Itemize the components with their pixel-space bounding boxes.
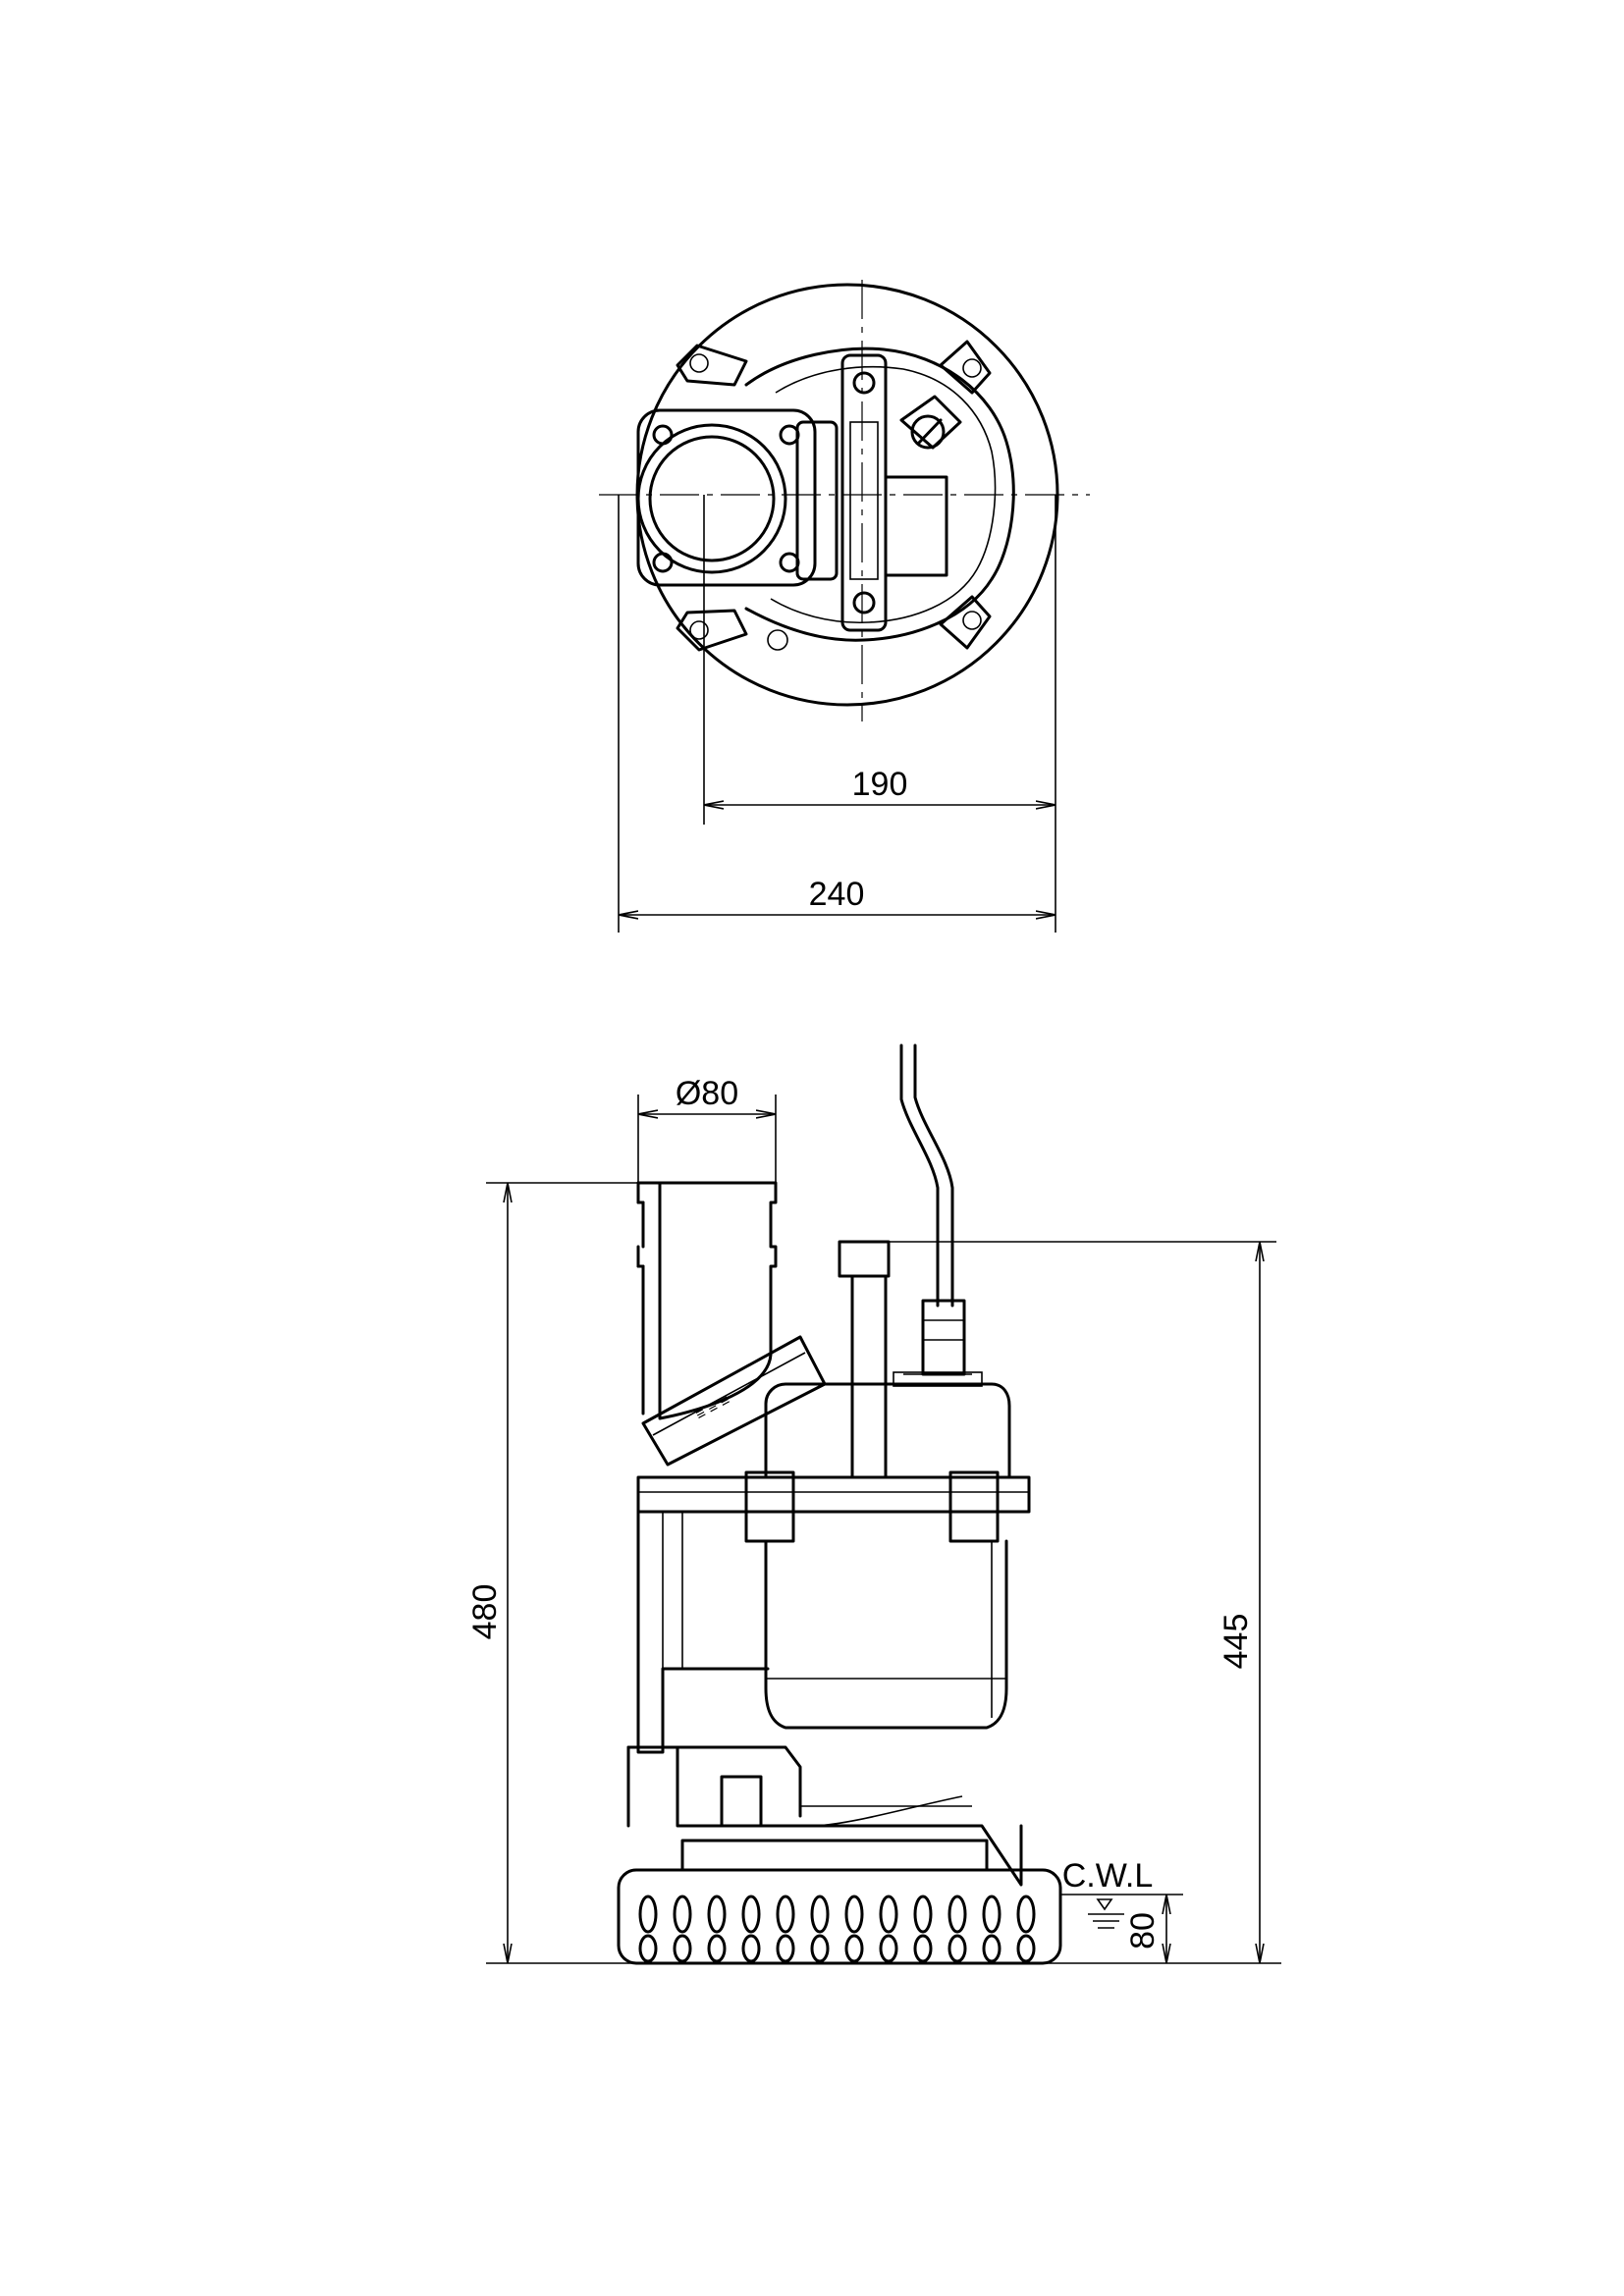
strainer-slots-row-1 [638,1895,1036,1934]
dim-label-480: 480 [466,1584,504,1640]
bracket-bottom-left [676,609,748,652]
motor-flange [636,1475,1031,1514]
dim-label-445: 445 [1218,1614,1255,1670]
cable-gland [921,1299,966,1376]
outlet-bore-inner [648,435,776,562]
flange-bolt-top-right [779,424,800,446]
flange-bolt-bottom-left [652,552,674,573]
flange-bolt-top-left [652,424,674,446]
motor-housing-outline [744,347,1015,642]
dim-label-dia80: Ø80 [676,1075,738,1112]
motor-cap [764,1382,1011,1479]
svg-text:≡ ≡ ≡: ≡ ≡ ≡ [693,1392,733,1423]
discharge-pipe [636,1181,778,1420]
side-view: ≡ ≡ ≡ [466,1043,1281,1965]
handle-top [840,353,888,632]
outlet-bore-outer [636,423,787,574]
top-view: 190 240 [599,280,1090,933]
flange-bolt-bottom-right [779,552,800,573]
strainer-slots-row-2 [638,1934,1036,1963]
handle [838,1240,891,1278]
water-level-symbol [1088,1898,1124,1929]
bracket-top-left [676,344,748,387]
cwl-label: C.W.L [1062,1857,1154,1895]
foot-plate [617,1868,1062,1965]
pump-column [636,1510,770,1754]
volute-housing [676,1745,1023,1887]
cable-gland-top [899,395,962,450]
dim-label-190: 190 [852,766,908,803]
dim-label-80: 80 [1124,1912,1162,1949]
bracket-top-right [939,340,992,395]
power-cable [899,1043,940,1308]
dim-label-240: 240 [809,876,865,913]
motor-body [764,1539,1008,1730]
junction-box [884,475,948,577]
bracket-bottom-right [939,595,992,650]
